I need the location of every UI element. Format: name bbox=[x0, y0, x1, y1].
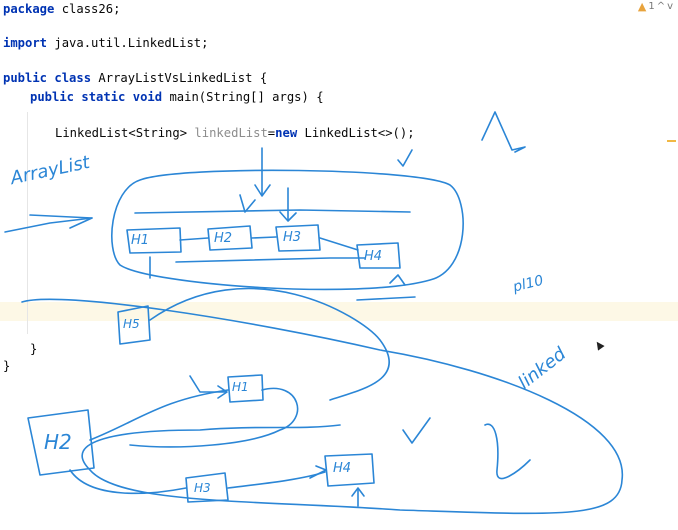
code-text: = bbox=[267, 126, 276, 140]
ink-curve bbox=[129, 387, 299, 448]
keyword: public bbox=[3, 71, 48, 85]
ink-arrow-left bbox=[4, 217, 93, 233]
code-line-import[interactable]: import java.util.LinkedList; bbox=[3, 34, 208, 52]
ink-arrow-up bbox=[351, 487, 365, 497]
code-text: java.util.LinkedList; bbox=[47, 36, 209, 50]
ink-mark bbox=[389, 274, 406, 286]
ink-curve bbox=[69, 469, 187, 495]
code-text: ArrayListVsLinkedList { bbox=[91, 71, 268, 85]
ink-link bbox=[319, 237, 359, 251]
code-line-close-method[interactable]: } bbox=[30, 340, 37, 358]
node-label: H4 bbox=[364, 249, 383, 264]
ink-line bbox=[175, 257, 366, 263]
ink-arrow-down bbox=[279, 211, 297, 222]
ink-node-box bbox=[207, 225, 253, 251]
warning-count: 1 bbox=[648, 1, 655, 12]
inspection-widget[interactable]: ▲ 1 ^ v bbox=[638, 0, 673, 14]
ink-container-arraylist bbox=[111, 169, 464, 291]
ink-node-box bbox=[227, 374, 264, 403]
keyword: import bbox=[3, 36, 48, 50]
ink-check bbox=[402, 417, 431, 444]
ink-node-box bbox=[126, 227, 182, 254]
ink-curve bbox=[149, 287, 390, 401]
ink-arrow-right bbox=[189, 375, 227, 393]
ink-curve bbox=[227, 471, 326, 489]
code-text: LinkedList<String> bbox=[55, 126, 195, 140]
keyword: static bbox=[81, 90, 126, 104]
keyword: new bbox=[275, 126, 298, 140]
code-text: } bbox=[30, 342, 38, 356]
code-line-linkedlist-init[interactable]: LinkedList<String> linkedList=new Linked… bbox=[55, 124, 415, 142]
code-line-main-decl[interactable]: public static void main(String[] args) { bbox=[30, 88, 324, 106]
code-text: class26; bbox=[54, 2, 121, 16]
ink-arrow-down bbox=[254, 184, 271, 197]
keyword: void bbox=[132, 90, 163, 104]
keyword: package bbox=[3, 2, 55, 16]
error-stripe-marker[interactable] bbox=[667, 140, 676, 142]
node-label: H2 bbox=[44, 430, 72, 454]
node-label: H1 bbox=[131, 233, 150, 248]
ink-arrow-right bbox=[217, 385, 228, 399]
ink-curve bbox=[89, 389, 229, 441]
code-text: main(String[] args) { bbox=[162, 90, 324, 104]
node-label: H1 bbox=[232, 380, 249, 394]
ink-underline bbox=[356, 296, 416, 301]
ink-link bbox=[251, 236, 277, 239]
keyword: public bbox=[30, 90, 75, 104]
keyword: class bbox=[54, 71, 92, 85]
ink-node-box bbox=[275, 224, 321, 252]
ink-node-box bbox=[356, 242, 401, 269]
indent-guide bbox=[27, 112, 28, 334]
ink-arrow-down bbox=[239, 194, 256, 213]
ink-node-box bbox=[185, 472, 229, 503]
node-label: H3 bbox=[194, 481, 211, 495]
node-label: H5 bbox=[123, 317, 140, 331]
chevron-down-icon[interactable]: v bbox=[667, 1, 673, 12]
ink-node-box bbox=[27, 409, 95, 476]
ink-arrow-right bbox=[309, 465, 327, 479]
node-label: H2 bbox=[214, 231, 233, 246]
ink-arrow-left bbox=[29, 214, 93, 229]
ink-check bbox=[397, 149, 413, 167]
code-line-class-decl[interactable]: public class ArrayListVsLinkedList { bbox=[3, 69, 267, 87]
ink-scribble bbox=[484, 423, 531, 480]
variable-name: linkedList bbox=[194, 126, 268, 140]
warning-icon: ▲ bbox=[637, 0, 647, 13]
code-text: LinkedList<>(); bbox=[297, 126, 415, 140]
ink-link bbox=[179, 237, 209, 241]
node-label: H3 bbox=[283, 230, 302, 245]
ink-scribble bbox=[481, 111, 526, 153]
ink-line bbox=[134, 209, 411, 214]
ink-node-box bbox=[324, 453, 375, 487]
code-line-close-class[interactable]: } bbox=[3, 357, 10, 375]
code-line-package[interactable]: package class26; bbox=[3, 0, 120, 18]
chevron-up-icon[interactable]: ^ bbox=[656, 1, 666, 12]
ink-container-linkedlist bbox=[21, 298, 623, 515]
ink-node-box bbox=[117, 305, 151, 345]
code-text: } bbox=[3, 359, 11, 373]
node-label: H4 bbox=[333, 461, 352, 476]
